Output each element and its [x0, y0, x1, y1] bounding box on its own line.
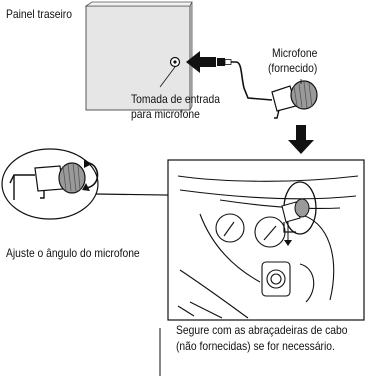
mic-plug-icon	[217, 58, 273, 101]
jack-leader-line	[159, 66, 176, 88]
microphone-label-line1: Microfone	[272, 46, 318, 60]
car-interior-illustration	[177, 175, 359, 319]
adjust-angle-label: Ajuste o ângulo do microfone	[6, 246, 140, 260]
arrow-down-icon	[288, 125, 314, 154]
rear-panel	[84, 1, 193, 111]
mic-jack-label-line2: para microfone	[131, 107, 200, 121]
arrow-left-icon	[186, 51, 216, 73]
clamp-label-line1: Segure com as abraçadeiras de cabo	[176, 323, 348, 337]
mic-jack-label-line1: Tomada de entrada	[131, 92, 220, 106]
mic-jack-icon	[169, 56, 181, 68]
mounted-microphone-icon	[281, 198, 310, 246]
rear-panel-label: Painel traseiro	[6, 7, 72, 21]
clamp-label-line2: (não fornecidas) se for necessário.	[176, 339, 335, 353]
rotate-arrow-icon	[82, 159, 99, 191]
mic-angle-callout	[1, 148, 99, 220]
microphone-icon	[271, 80, 318, 119]
microphone-label-line2: (fornecido)	[268, 61, 318, 75]
